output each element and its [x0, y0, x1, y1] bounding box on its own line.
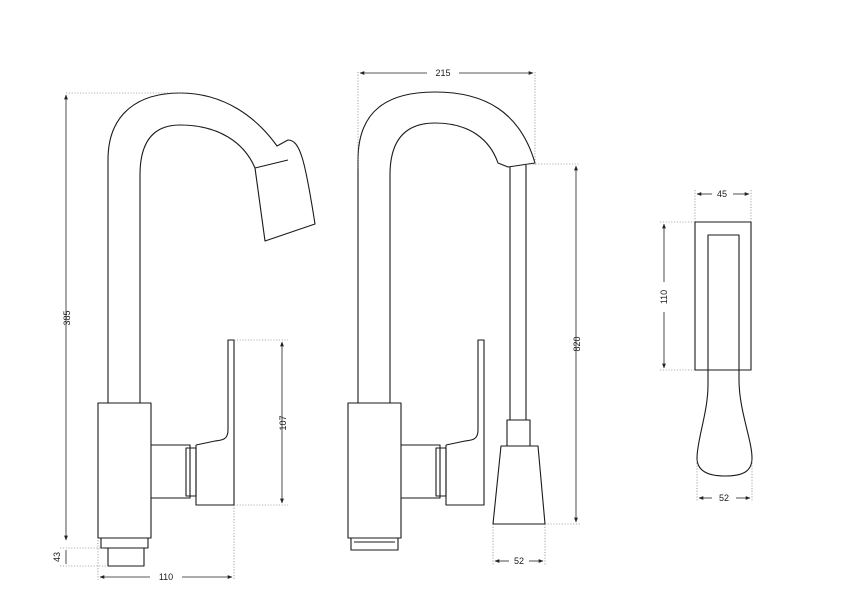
- side-spout-aerator-line: [254, 159, 289, 169]
- side-body: [97, 402, 152, 539]
- dim-215-label: 215: [435, 68, 450, 78]
- dim-52-handle-label: 52: [719, 493, 729, 503]
- side-base: [100, 537, 149, 549]
- dim-110-label: 110: [159, 572, 173, 582]
- handle-view: 45 110 52: [659, 189, 753, 503]
- side-spout: [107, 92, 316, 403]
- dim-45-label: 45: [717, 189, 727, 199]
- side-body-neck: [151, 444, 191, 499]
- front-lever: [445, 339, 485, 506]
- front-base: [350, 537, 399, 551]
- front-collar: [435, 447, 447, 497]
- handle-lever: [696, 234, 753, 477]
- side-base-thread: [107, 547, 145, 567]
- handle-plate: [694, 221, 752, 371]
- side-collar: [185, 447, 197, 497]
- dim-385-label: 385: [62, 310, 72, 325]
- front-body: [347, 402, 402, 539]
- dim-43-label: 43: [52, 552, 62, 562]
- dim-52-head-label: 52: [514, 556, 524, 566]
- dim-820-label: 820: [572, 336, 582, 351]
- front-head-collar: [506, 419, 531, 447]
- dim-107-label: 107: [278, 415, 288, 430]
- side-lever: [195, 339, 235, 506]
- front-spray-head: [492, 445, 546, 525]
- side-view: 385 43 110 107: [52, 92, 316, 582]
- front-body-neck: [401, 444, 441, 499]
- front-spout: [357, 91, 536, 403]
- dim-110-handle-label: 110: [659, 290, 669, 304]
- front-view: 215 820 52: [347, 68, 582, 566]
